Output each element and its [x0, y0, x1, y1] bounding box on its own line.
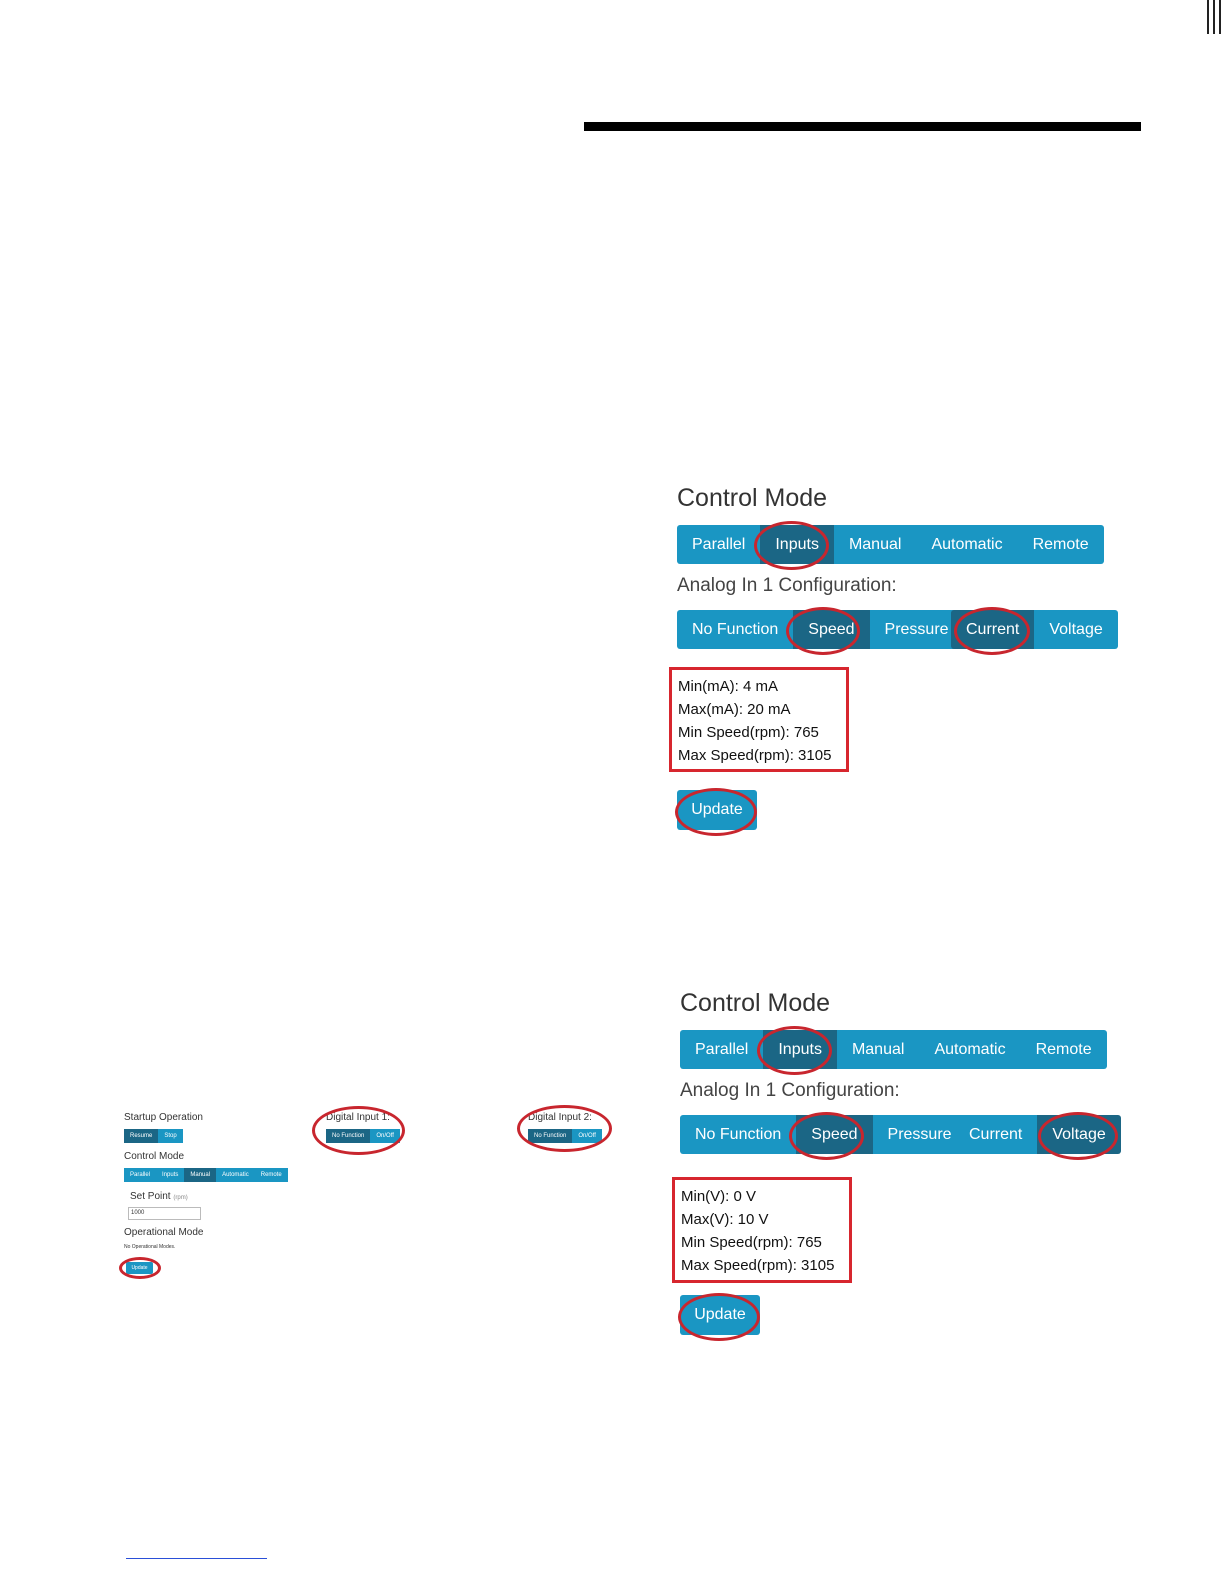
function-button-speed[interactable]: Speed [796, 1115, 873, 1154]
analog-config-label: Analog In 1 Configuration: [677, 575, 897, 596]
operational-mode-label: Operational Mode [124, 1227, 204, 1238]
di1-on-off-button[interactable]: On/Off [370, 1129, 400, 1143]
digital-input-1-label: Digital Input 1: [326, 1112, 390, 1123]
mode-remote-button[interactable]: Remote [254, 1168, 288, 1182]
mode-button-manual[interactable]: Manual [836, 1030, 920, 1069]
digital-input-2-label: Digital Input 2: [528, 1112, 592, 1123]
function-button-no-function[interactable]: No Function [677, 610, 794, 649]
function-button-speed[interactable]: Speed [793, 610, 870, 649]
control-mode-panel-voltage: Control Mode Parallel Inputs Manual Auto… [672, 989, 1140, 1349]
startup-operation-label: Startup Operation [124, 1112, 203, 1123]
function-button-group: No Function Speed Pressure [677, 610, 964, 649]
set-point-label: Set Point (rpm) [130, 1191, 188, 1202]
analog-range-info-box: Min(mA): 4 mA Max(mA): 20 mA Min Speed(r… [669, 667, 849, 772]
set-point-input[interactable]: 1000 [128, 1207, 201, 1220]
footer-link-underline [126, 1558, 267, 1559]
small-update-button[interactable]: Update [126, 1262, 153, 1274]
signal-button-voltage[interactable]: Voltage [1037, 1115, 1121, 1154]
signal-button-current[interactable]: Current [951, 610, 1035, 649]
mode-manual-button[interactable]: Manual [184, 1168, 217, 1182]
set-point-label-text: Set Point [130, 1191, 171, 1202]
digital-input-2-button-group: No Function On/Off [528, 1129, 602, 1143]
function-button-no-function[interactable]: No Function [680, 1115, 797, 1154]
function-button-group: No Function Speed Pressure [680, 1115, 967, 1154]
mode-parallel-button[interactable]: Parallel [124, 1168, 157, 1182]
di2-no-function-button[interactable]: No Function [528, 1129, 573, 1143]
mode-button-parallel[interactable]: Parallel [680, 1030, 764, 1069]
operational-mode-note: No Operational Modes. [124, 1244, 176, 1250]
control-mode-button-group: Parallel Inputs Manual Automatic Remote [677, 525, 1104, 564]
mode-button-inputs[interactable]: Inputs [763, 1030, 837, 1069]
info-line-min: Min(V): 0 V [681, 1188, 757, 1205]
analog-config-label: Analog In 1 Configuration: [680, 1080, 900, 1101]
page-edge-marks [1205, 0, 1224, 34]
control-mode-button-group: Parallel Inputs Manual Automatic Remote [124, 1168, 288, 1182]
mode-button-automatic[interactable]: Automatic [916, 525, 1018, 564]
analog-range-info-box: Min(V): 0 V Max(V): 10 V Min Speed(rpm):… [672, 1177, 852, 1283]
update-button[interactable]: Update [677, 790, 757, 830]
control-mode-label: Control Mode [124, 1151, 185, 1162]
update-button[interactable]: Update [680, 1295, 760, 1335]
info-line-min: Min(mA): 4 mA [678, 678, 779, 695]
info-line-min-speed: Min Speed(rpm): 765 [681, 1234, 822, 1251]
info-line-min-speed: Min Speed(rpm): 765 [678, 724, 819, 741]
resume-button[interactable]: Resume [124, 1129, 159, 1143]
mode-button-remote[interactable]: Remote [1020, 1030, 1107, 1069]
signal-button-group: Current Voltage [954, 1115, 1121, 1154]
mode-button-manual[interactable]: Manual [833, 525, 917, 564]
function-button-pressure[interactable]: Pressure [869, 610, 964, 649]
mode-inputs-button[interactable]: Inputs [156, 1168, 185, 1182]
panel-title: Control Mode [677, 484, 828, 512]
info-line-max-speed: Max Speed(rpm): 3105 [678, 747, 832, 764]
mode-button-inputs[interactable]: Inputs [760, 525, 834, 564]
control-mode-button-group: Parallel Inputs Manual Automatic Remote [680, 1030, 1107, 1069]
di1-no-function-button[interactable]: No Function [326, 1129, 371, 1143]
header-rule [584, 122, 1141, 131]
stop-button[interactable]: Stop [158, 1129, 183, 1143]
control-mode-panel-current: Control Mode Parallel Inputs Manual Auto… [669, 484, 1137, 844]
signal-button-current[interactable]: Current [954, 1115, 1038, 1154]
signal-button-group: Current Voltage [951, 610, 1118, 649]
panel-title: Control Mode [680, 989, 831, 1017]
info-line-max: Max(mA): 20 mA [678, 701, 791, 718]
info-line-max-speed: Max Speed(rpm): 3105 [681, 1257, 835, 1274]
info-line-max: Max(V): 10 V [681, 1211, 769, 1228]
signal-button-voltage[interactable]: Voltage [1034, 610, 1118, 649]
function-button-pressure[interactable]: Pressure [872, 1115, 967, 1154]
mode-button-automatic[interactable]: Automatic [919, 1030, 1021, 1069]
mode-button-parallel[interactable]: Parallel [677, 525, 761, 564]
di2-on-off-button[interactable]: On/Off [572, 1129, 602, 1143]
startup-button-group: Resume Stop [124, 1129, 183, 1143]
set-point-unit: (rpm) [173, 1195, 188, 1201]
digital-input-1-button-group: No Function On/Off [326, 1129, 400, 1143]
mode-button-remote[interactable]: Remote [1017, 525, 1104, 564]
mode-automatic-button[interactable]: Automatic [216, 1168, 255, 1182]
